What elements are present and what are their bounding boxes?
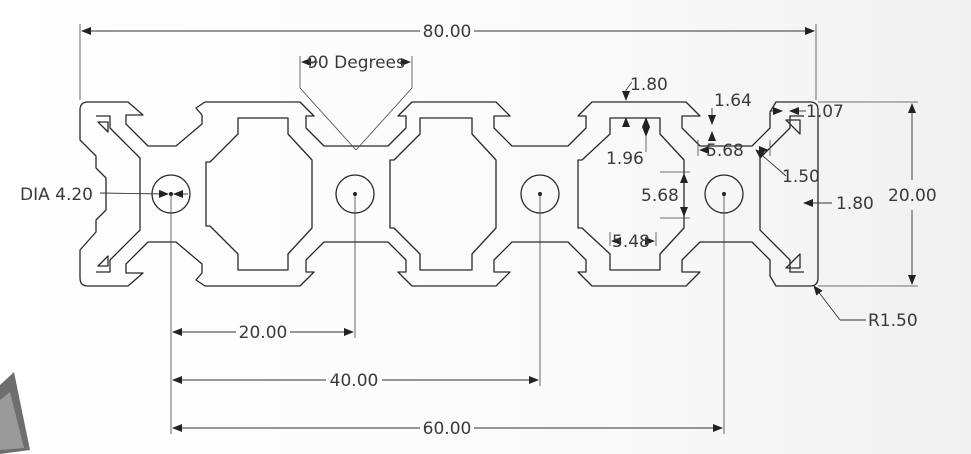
- hole-4-center: [722, 192, 726, 196]
- dim-lip-top: 1.64: [714, 91, 752, 111]
- hole-1-center: [169, 192, 173, 196]
- dim-corner-radius: R1.50: [868, 311, 918, 331]
- dim-spacing-60: 60.00: [423, 419, 472, 439]
- cavity-2: [389, 117, 497, 271]
- dim-spacing-20: 20.00: [239, 323, 288, 343]
- dim-slot-depth: 1.96: [606, 149, 644, 169]
- dim-hole-diameter: DIA 4.20: [20, 185, 93, 205]
- dim-lip-side: 1.07: [806, 102, 844, 122]
- dimensions: 80.00 90 Degrees DIA 4.20 20.00 40.00 60…: [20, 22, 937, 439]
- right-slot-inner: [759, 115, 804, 273]
- right-corner-hole-top: [785, 119, 801, 135]
- dim-slot-width-top: 5.68: [706, 141, 744, 161]
- dim-slot-inner-height: 5.68: [641, 186, 679, 206]
- profile-perimeter: [79, 101, 819, 287]
- left-corner-hole-top: [97, 121, 109, 133]
- dim-slot-bottom-width: 5.48: [612, 232, 650, 252]
- hole-2-center: [353, 192, 357, 196]
- cavity-3: [577, 117, 685, 271]
- dim-wall-side: 1.80: [836, 194, 874, 214]
- left-corner-hole-bottom: [97, 255, 109, 267]
- dim-wall-top: 1.80: [630, 75, 668, 95]
- hole-3-center: [538, 192, 542, 196]
- dim-chamfer: 1.50: [782, 167, 820, 187]
- profile-outline: [79, 101, 819, 287]
- dim-overall-width: 80.00: [423, 22, 472, 42]
- background-object-shade: [0, 392, 24, 450]
- cavity-1: [205, 117, 313, 271]
- dim-spacing-40: 40.00: [330, 371, 379, 391]
- right-corner-hole-bottom: [785, 253, 801, 269]
- left-slot-inner: [96, 115, 141, 273]
- dim-angle: 90 Degrees: [307, 53, 405, 73]
- dim-height: 20.00: [888, 186, 937, 206]
